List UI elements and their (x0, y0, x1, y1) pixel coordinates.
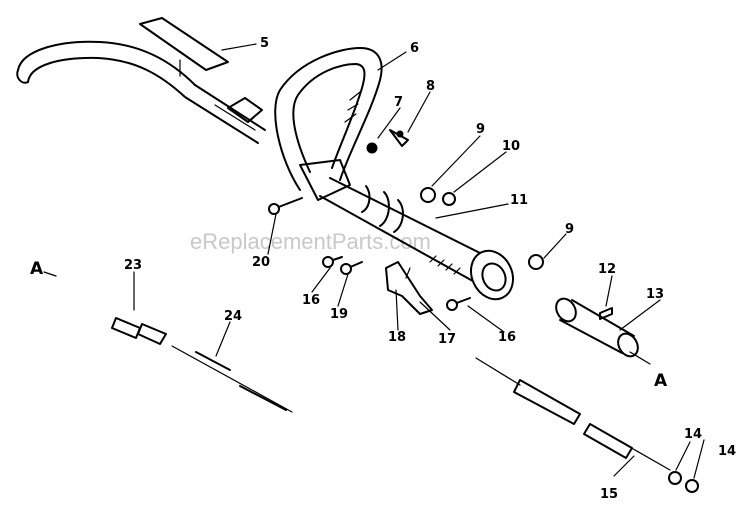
section-label-left: A (30, 259, 44, 279)
callout-8: 8 (426, 79, 435, 94)
part-16-screw-left (322, 256, 343, 268)
part-5-decal (139, 17, 229, 77)
callout-11: 11 (510, 193, 528, 208)
callout-10: 10 (502, 139, 520, 154)
part-13-tube (555, 297, 639, 358)
callout-16-left: 16 (302, 293, 320, 308)
callout-9-upper: 9 (476, 122, 485, 137)
part-18-throttle-trigger (385, 261, 433, 315)
callout-13: 13 (646, 287, 664, 302)
part-14-nut-a (668, 471, 682, 485)
curved-shaft (16, 40, 266, 144)
part-14-nut-b (685, 479, 699, 493)
callout-15: 15 (600, 487, 618, 502)
part-9-nut-lower (528, 254, 544, 270)
callout-19: 19 (330, 307, 348, 322)
part-11-shaft-housing (319, 177, 514, 301)
part-6-loop-handle (274, 47, 383, 201)
callout-17: 17 (438, 332, 456, 347)
callout-16-right: 16 (498, 330, 516, 345)
part-10-nut (442, 192, 456, 206)
callout-18: 18 (388, 330, 406, 345)
section-label-right: A (654, 371, 668, 391)
callout-12: 12 (598, 262, 616, 277)
callout-24: 24 (224, 309, 242, 324)
part-24-inner-cable (171, 345, 293, 413)
callout-14-a: 14 (684, 427, 702, 442)
part-23-bushing (111, 317, 167, 345)
part-19-screw (340, 261, 363, 275)
callout-20: 20 (252, 255, 270, 270)
watermark-text: eReplacementParts.com (190, 229, 431, 254)
callout-7: 7 (394, 95, 403, 110)
callout-9-lower: 9 (565, 222, 574, 237)
callout-14-b: 14 (718, 444, 736, 459)
part-7-washer (366, 142, 378, 154)
part-8-wing-nut (389, 129, 409, 147)
part-20-bolt (268, 197, 303, 215)
callout-23: 23 (124, 258, 142, 273)
part-9-nut-upper (420, 187, 436, 203)
callout-5: 5 (260, 36, 269, 51)
callout-6: 6 (410, 41, 419, 56)
part-15-drive-cable (475, 357, 671, 471)
part-16-screw-right (446, 297, 471, 311)
leader-lines (43, 43, 705, 479)
part-12-key (599, 307, 613, 320)
